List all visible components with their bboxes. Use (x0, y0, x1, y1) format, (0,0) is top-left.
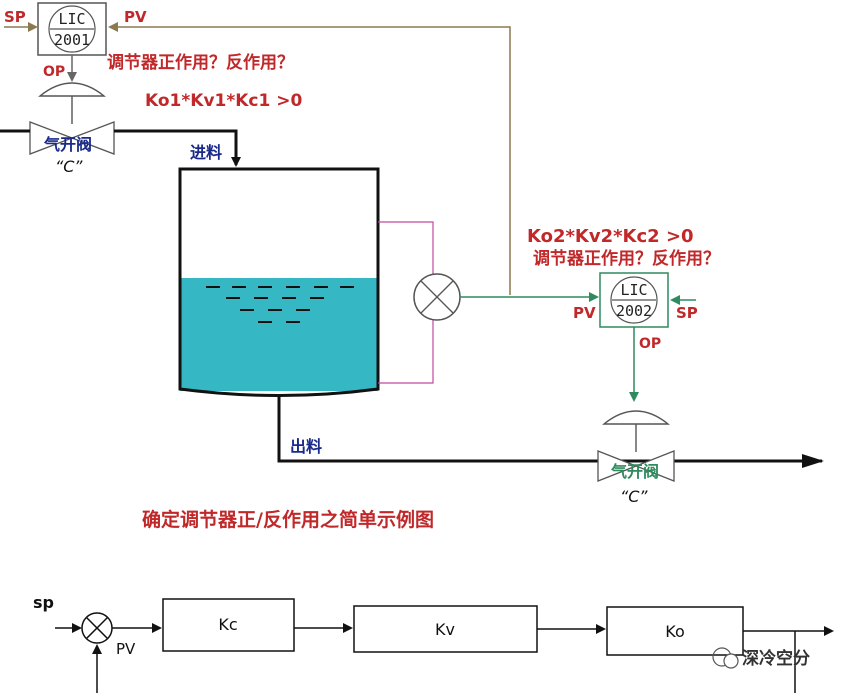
block-ko-label: Ko (665, 622, 684, 641)
lic2001-tag-line1: LIC (58, 10, 85, 28)
formula-2: Ko2*Kv2*Kc2 >0 (527, 226, 694, 247)
block-kc-label: Kc (218, 615, 237, 634)
block-kv-label: Kv (435, 620, 455, 639)
lic2002-sp-label: SP (676, 304, 698, 322)
lic2001-tag-line2: 2001 (54, 31, 90, 49)
block-sp-label: sp (33, 593, 54, 612)
level-transmitter (413, 273, 461, 321)
watermark: 深冷空分 (712, 647, 810, 669)
lic2002-tag-line1: LIC (620, 281, 647, 299)
controller-lic2002: LIC 2002 (599, 272, 669, 328)
lic2001-sp-label: SP (4, 8, 26, 26)
lic2002-op-label: OP (639, 336, 661, 352)
valve1-label: 气开阀 (43, 135, 92, 154)
valve2-type: “C” (620, 487, 648, 506)
summing-junction (81, 612, 113, 644)
block-ko: Ko (606, 606, 744, 656)
valve-1 (29, 82, 115, 155)
block-pv-label: PV (116, 640, 136, 658)
valve-2 (597, 410, 675, 482)
formula-1: Ko1*Kv1*Kc1 >0 (145, 91, 302, 111)
question-2: 调节器正作用？反作用？ (533, 248, 720, 269)
lic2002-pv-label: PV (573, 304, 596, 322)
diagram-caption: 确定调节器正/反作用之简单示例图 (142, 508, 434, 531)
inlet-label: 进料 (190, 143, 222, 162)
lic2002-tag-line2: 2002 (616, 302, 652, 320)
lic2001-pv-label: PV (124, 8, 147, 26)
question-1: 调节器正作用？反作用？ (107, 52, 294, 73)
tank (178, 167, 380, 397)
valve1-type: “C” (55, 157, 83, 176)
valve2-label: 气开阀 (610, 462, 659, 481)
lic2001-op-label: OP (43, 64, 65, 80)
watermark-text: 深冷空分 (742, 648, 810, 669)
block-kv: Kv (353, 605, 538, 653)
controller-lic2001: LIC 2001 (37, 2, 107, 56)
block-kc: Kc (162, 598, 295, 652)
outlet-label: 出料 (290, 437, 322, 456)
